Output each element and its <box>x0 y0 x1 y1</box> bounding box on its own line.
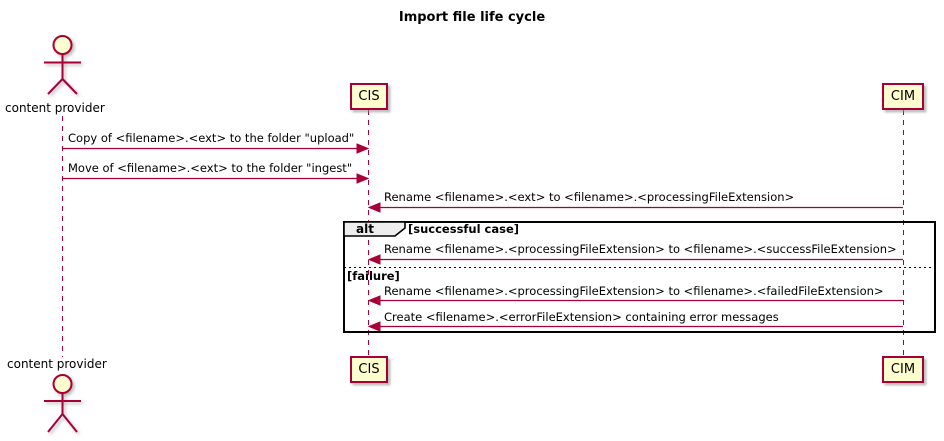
actor-figure-bottom <box>44 374 81 433</box>
participant-cim-top: CIM <box>882 83 924 110</box>
alt-operator-label: alt <box>356 222 374 236</box>
message-label-move-ingest: Move of <filename>.<ext> to the folder "… <box>68 161 353 175</box>
participant-cim-bottom: CIM <box>882 356 924 383</box>
participant-cis-top: CIS <box>350 83 388 110</box>
message-arrow-move-ingest <box>63 173 370 184</box>
alt-divider <box>344 267 935 268</box>
message-label-copy-upload: Copy of <filename>.<ext> to the folder "… <box>68 131 355 145</box>
diagram-title: Import file life cycle <box>398 10 546 25</box>
message-label-rename-failed: Rename <filename>.<processingFileExtensi… <box>384 284 884 298</box>
message-arrow-rename-processing <box>367 202 903 213</box>
actor-label-top: content provider <box>5 101 105 115</box>
message-label-create-error: Create <filename>.<errorFileExtension> c… <box>384 310 779 324</box>
message-arrow-copy-upload <box>63 143 370 154</box>
participant-cis-bottom: CIS <box>350 356 388 383</box>
guard-successful-case: [successful case] <box>408 222 520 236</box>
alt-fragment-frame <box>343 221 936 333</box>
actor-label-bottom: content provider <box>7 357 107 371</box>
message-label-rename-processing: Rename <filename>.<ext> to <filename>.<p… <box>384 190 795 204</box>
message-label-rename-success: Rename <filename>.<processingFileExtensi… <box>384 242 897 256</box>
alt-operator-tab <box>343 221 406 237</box>
guard-failure: [failure] <box>347 269 400 283</box>
actor-figure-top <box>44 35 81 95</box>
